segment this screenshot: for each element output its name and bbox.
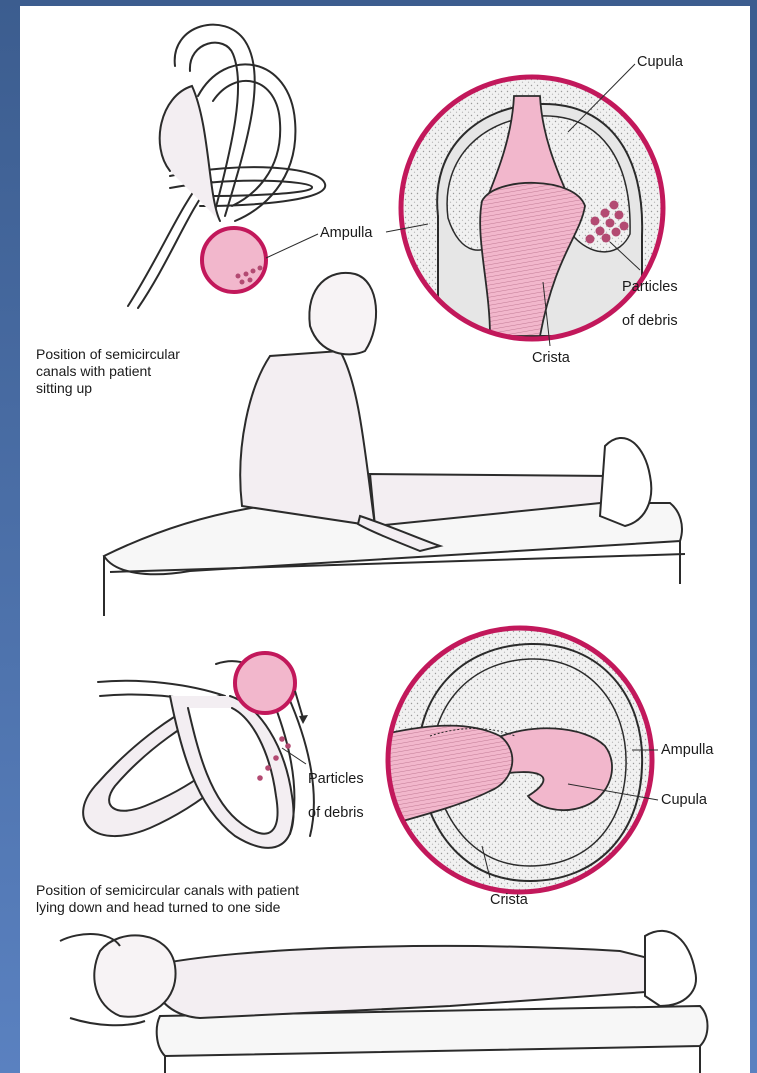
label-ampulla-top: Ampulla [320, 225, 372, 242]
ampulla-magnified-bottom [385, 626, 655, 896]
label-cupula-bottom: Cupula [661, 792, 707, 809]
patient-lying [60, 931, 708, 1073]
caption-lying-line2: lying down and head turned to one side [36, 899, 436, 916]
label-particles-bottom-line2: of debris [308, 805, 398, 822]
label-particles-top-line2: of debris [622, 313, 712, 330]
label-particles-top: Particles of debris [622, 262, 712, 347]
label-ampulla-bottom: Ampulla [661, 742, 713, 759]
caption-sitting: Position of semicircular canals with pat… [36, 346, 276, 397]
caption-sitting-line2: canals with patient [36, 363, 276, 380]
label-particles-top-line1: Particles [622, 279, 712, 296]
label-particles-bottom: Particles of debris [308, 754, 398, 839]
ampulla-highlight-top [202, 228, 266, 292]
caption-sitting-line3: sitting up [36, 380, 276, 397]
label-cupula-top: Cupula [637, 54, 683, 71]
ampulla-highlight-bottom [235, 653, 295, 713]
label-crista-bottom: Crista [490, 892, 528, 909]
illustration-panel: Cupula Ampulla Particles of debris Crist… [20, 6, 750, 1073]
caption-sitting-line1: Position of semicircular [36, 346, 276, 363]
caption-lying-line1: Position of semicircular canals with pat… [36, 882, 436, 899]
label-crista-top: Crista [532, 350, 570, 367]
patient-sitting [104, 273, 685, 616]
caption-lying: Position of semicircular canals with pat… [36, 882, 436, 916]
label-particles-bottom-line1: Particles [308, 771, 398, 788]
